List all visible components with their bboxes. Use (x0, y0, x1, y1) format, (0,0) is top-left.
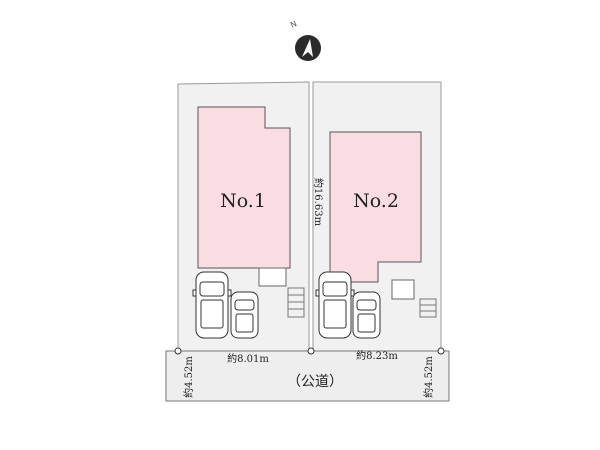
lot-2-entrance (391, 279, 415, 300)
lot-1-entrance (258, 267, 287, 287)
road-area (165, 350, 450, 402)
lot-1-frontage-dimension: 約8.01m (227, 352, 269, 365)
north-arrow-pointer (302, 39, 313, 57)
public-road: （公道） (165, 350, 450, 402)
road-width-right-dimension: 約4.52m (422, 356, 435, 398)
lot-2-frontage-dimension: 約8.23m (356, 349, 398, 362)
lot-1-steps (287, 287, 305, 318)
lot-1-label: No.1 (220, 190, 266, 212)
lot-depth-dimension: 約16.63m (312, 178, 325, 227)
lot-1-house (197, 106, 291, 269)
north-compass: N (289, 19, 321, 61)
lot-1-car-large (192, 271, 232, 339)
road-label: （公道） (287, 374, 343, 390)
lot-1 (177, 81, 310, 353)
lot-2 (312, 81, 442, 353)
lot-2-car-large (315, 271, 355, 339)
road-width-left-dimension: 約4.52m (182, 356, 195, 398)
lot-1-car-small (230, 291, 259, 339)
boundary-markers (174, 347, 445, 355)
lot-2-label: No.2 (353, 190, 399, 212)
north-label: N (289, 19, 298, 30)
lot-2-steps (419, 298, 437, 318)
lot-2-car-small (352, 291, 381, 339)
